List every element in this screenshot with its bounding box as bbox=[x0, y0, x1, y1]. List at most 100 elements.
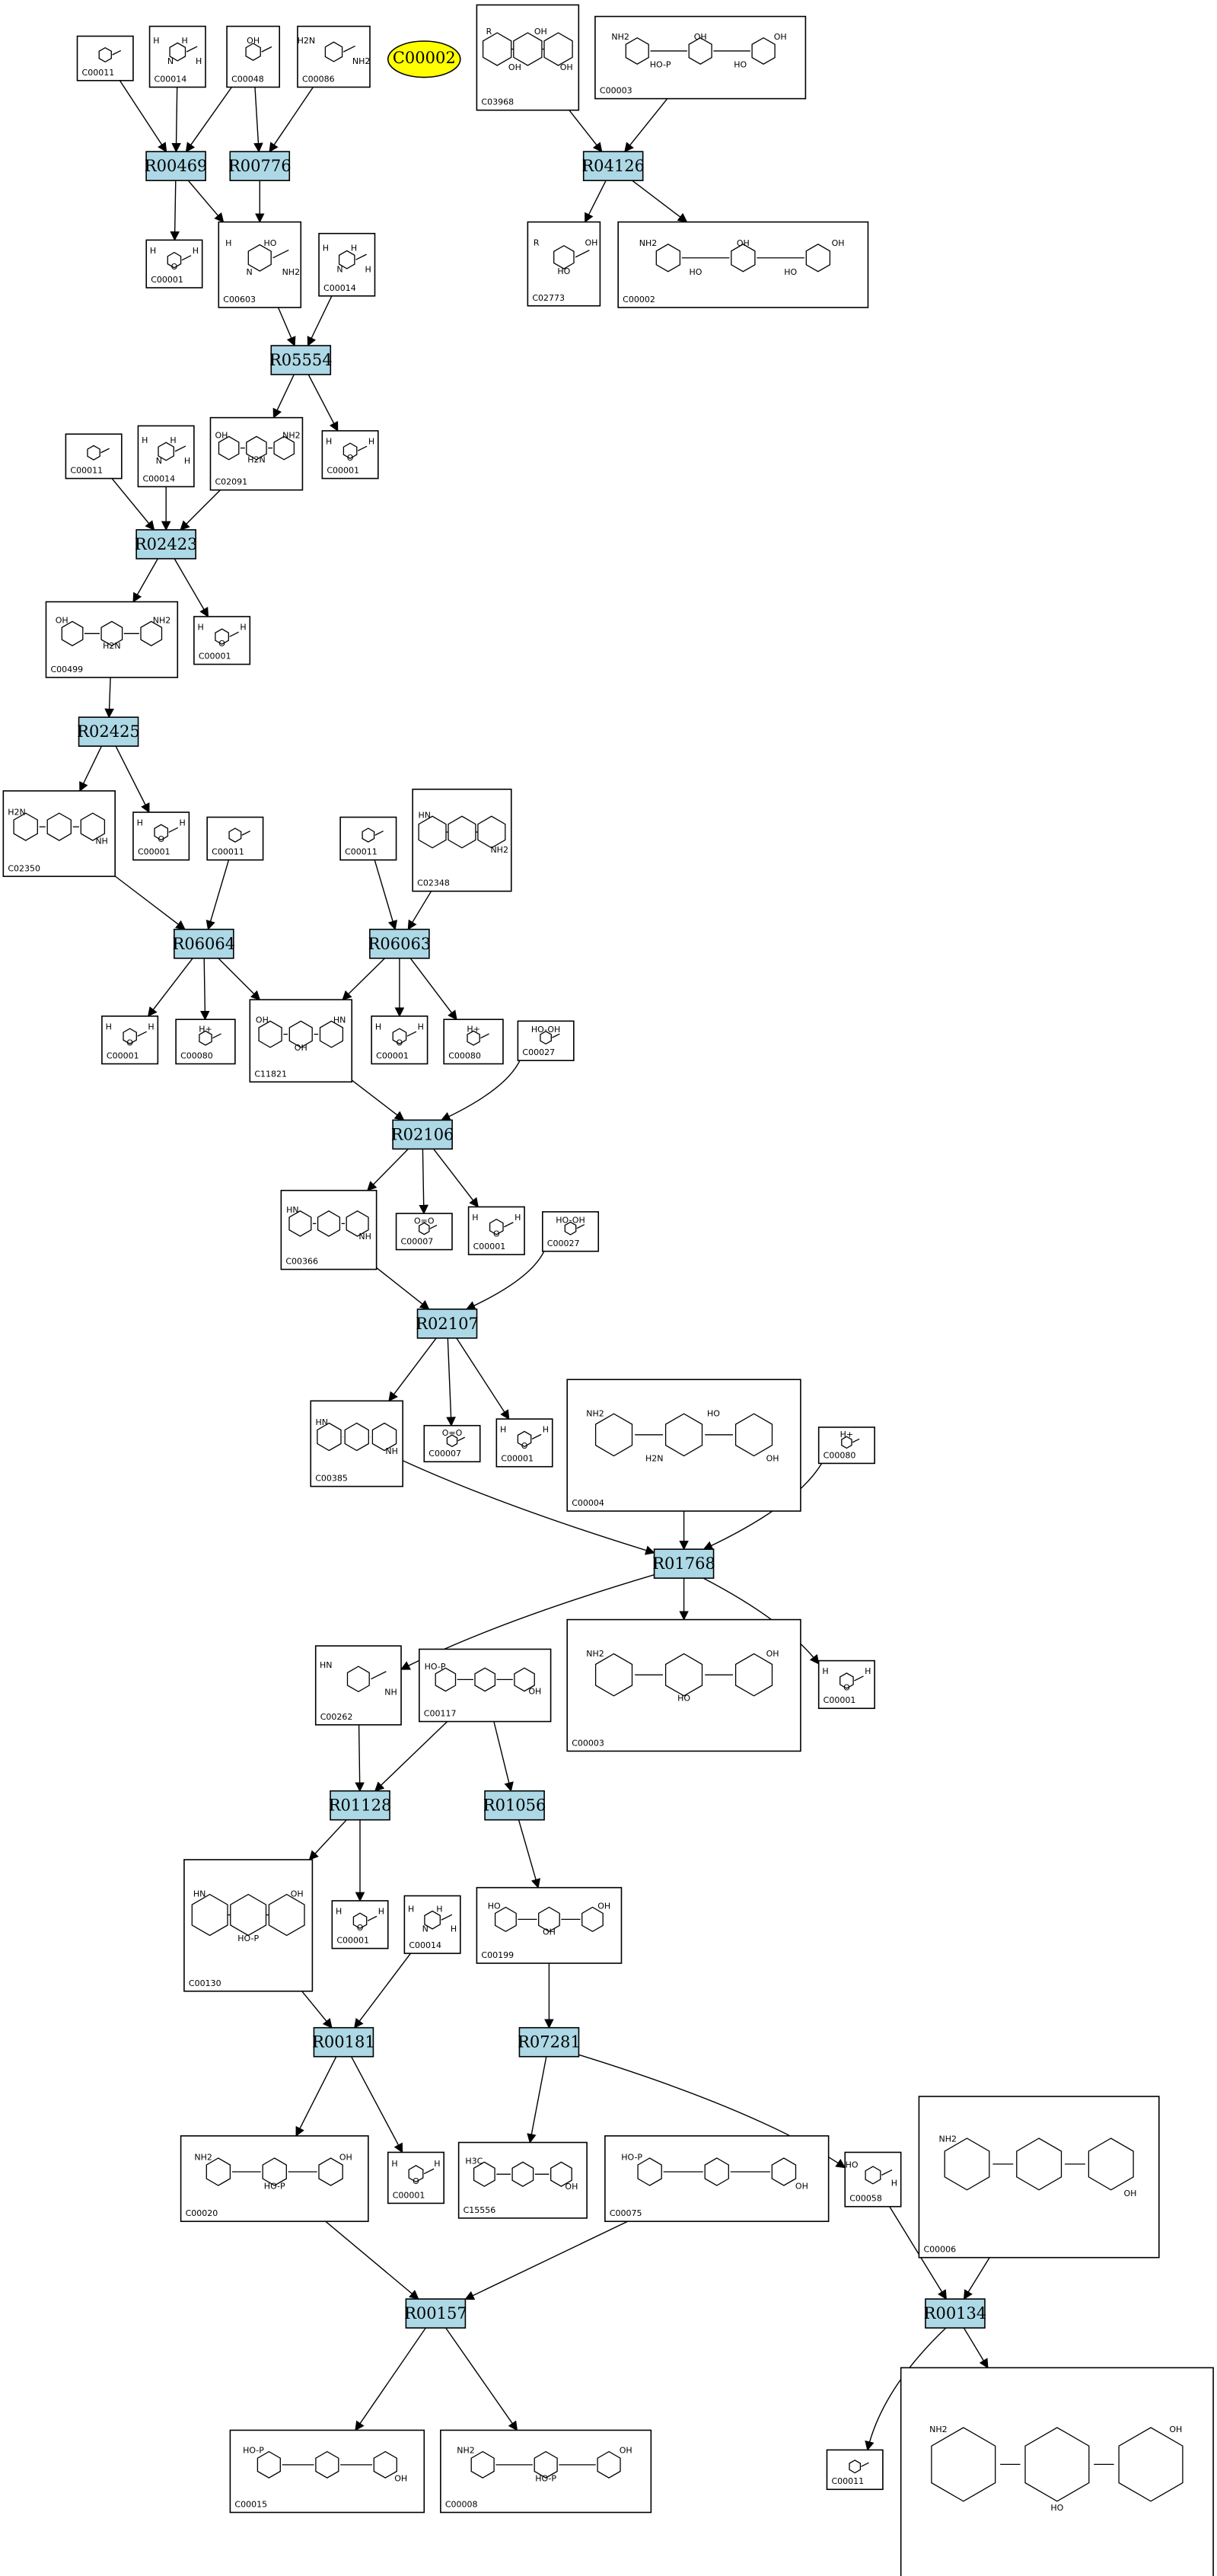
compound-box[interactable] bbox=[218, 221, 302, 308]
compound-box[interactable] bbox=[148, 25, 206, 88]
compound-box[interactable] bbox=[594, 15, 807, 100]
compound-box[interactable] bbox=[467, 1206, 525, 1255]
compound-box[interactable] bbox=[412, 789, 512, 892]
compound-box[interactable] bbox=[229, 2429, 425, 2514]
compound-box[interactable] bbox=[209, 416, 304, 491]
compound-box[interactable] bbox=[183, 1859, 314, 1992]
reaction-node[interactable]: R02107 bbox=[416, 1309, 479, 1339]
reaction-node[interactable]: R00181 bbox=[312, 2026, 375, 2058]
reaction-box[interactable] bbox=[416, 1309, 478, 1339]
compound-box[interactable] bbox=[321, 430, 379, 480]
compound-box[interactable] bbox=[457, 2141, 588, 2219]
compound-box[interactable] bbox=[2, 790, 116, 878]
compound-box[interactable] bbox=[817, 1659, 875, 1710]
reaction-box[interactable] bbox=[229, 151, 291, 181]
compound-box[interactable] bbox=[541, 1211, 600, 1252]
compound-box[interactable] bbox=[844, 2151, 902, 2208]
compound-box[interactable] bbox=[145, 239, 203, 289]
compound-box[interactable] bbox=[226, 25, 280, 88]
compound-box[interactable] bbox=[45, 601, 179, 678]
reaction-box[interactable] bbox=[78, 716, 139, 748]
compound-box[interactable] bbox=[206, 816, 264, 861]
compound-box[interactable] bbox=[527, 221, 601, 307]
compound-box[interactable] bbox=[193, 616, 251, 665]
reaction-box[interactable] bbox=[653, 1548, 715, 1579]
reaction-box[interactable] bbox=[313, 2026, 374, 2058]
reaction-node[interactable]: R02106 bbox=[391, 1119, 454, 1150]
reaction-box[interactable] bbox=[135, 529, 196, 560]
compound-box[interactable] bbox=[297, 25, 371, 88]
compound-box[interactable] bbox=[495, 1418, 553, 1468]
compound-box[interactable] bbox=[371, 1015, 428, 1065]
reaction-box[interactable] bbox=[392, 1119, 453, 1150]
compound-box[interactable] bbox=[314, 1645, 402, 1726]
reaction-box[interactable] bbox=[270, 345, 332, 375]
compound-box[interactable] bbox=[180, 2135, 369, 2222]
compound-node[interactable]: C00011 bbox=[206, 816, 264, 861]
compound-box[interactable] bbox=[440, 2429, 652, 2514]
reaction-box[interactable] bbox=[405, 2298, 467, 2329]
reaction-box[interactable] bbox=[484, 1790, 545, 1821]
compound-node[interactable]: C00011 bbox=[339, 816, 397, 861]
reaction-node[interactable]: R06063 bbox=[368, 929, 432, 959]
reaction-box[interactable] bbox=[925, 2298, 986, 2329]
compound-node[interactable]: NH2HOOHC00005 bbox=[900, 2367, 1214, 2576]
compound-box[interactable] bbox=[76, 35, 134, 81]
compound-box[interactable] bbox=[566, 1379, 801, 1512]
compound-box[interactable] bbox=[617, 221, 869, 308]
reaction-box[interactable] bbox=[518, 2026, 580, 2058]
reaction-node[interactable]: R06064 bbox=[173, 929, 236, 959]
reaction-node[interactable]: R01128 bbox=[329, 1790, 392, 1821]
reaction-box[interactable] bbox=[330, 1790, 390, 1821]
compound-box[interactable] bbox=[423, 1424, 481, 1463]
compound-box[interactable] bbox=[249, 999, 353, 1083]
compound-box[interactable] bbox=[318, 232, 376, 297]
compound-box[interactable] bbox=[132, 811, 190, 861]
reaction-node[interactable]: R05554 bbox=[269, 345, 333, 375]
reaction-node[interactable]: R00157 bbox=[404, 2298, 467, 2329]
compound-box[interactable] bbox=[65, 433, 123, 480]
compound-box[interactable] bbox=[418, 1648, 552, 1723]
reaction-node[interactable]: R07281 bbox=[518, 2026, 581, 2058]
compound-box[interactable] bbox=[310, 1400, 403, 1487]
compound-box[interactable] bbox=[403, 1895, 461, 1954]
compound-box[interactable] bbox=[918, 2096, 1160, 2259]
compound-node[interactable]: H+C00080 bbox=[443, 1019, 504, 1065]
compound-box[interactable] bbox=[566, 1618, 801, 1752]
reaction-node[interactable]: R02423 bbox=[135, 529, 198, 560]
compound-box[interactable] bbox=[175, 1019, 236, 1065]
compound-box[interactable] bbox=[443, 1019, 504, 1065]
compound-node[interactable]: C00011 bbox=[826, 2449, 884, 2491]
reaction-box[interactable] bbox=[582, 151, 644, 181]
